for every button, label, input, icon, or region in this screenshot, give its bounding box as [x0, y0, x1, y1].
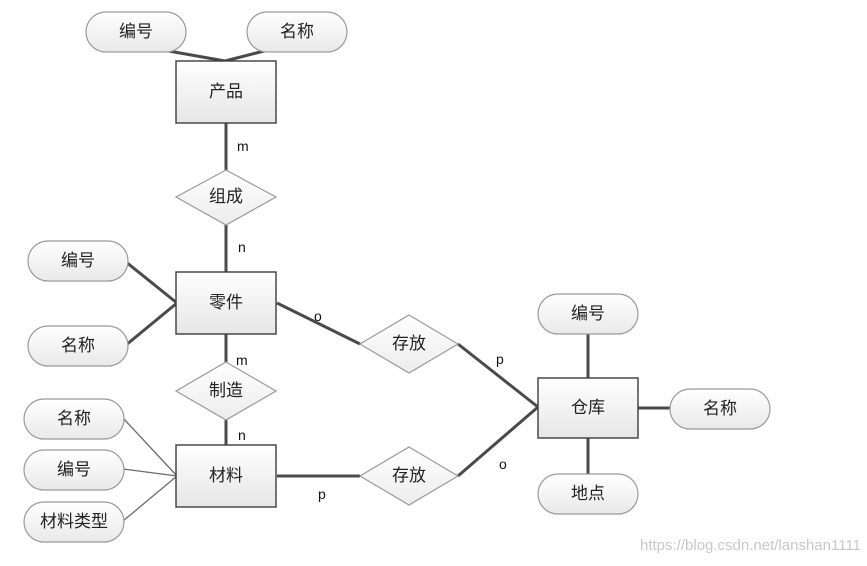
- attribute-product-id-label: 编号: [119, 22, 153, 42]
- attribute-warehouse-id[interactable]: 编号: [537, 293, 639, 335]
- relationship-store-material[interactable]: 存放: [358, 446, 460, 506]
- edge-store-warehouse-bottom: [457, 405, 539, 478]
- entity-part-label: 零件: [209, 293, 243, 313]
- attribute-material-type[interactable]: 材料类型: [23, 501, 125, 543]
- entity-warehouse-label: 仓库: [571, 398, 605, 418]
- attribute-product-id[interactable]: 编号: [85, 11, 187, 53]
- attribute-warehouse-location-label: 地点: [571, 484, 605, 504]
- cardinality-manufacture-material: n: [238, 427, 246, 443]
- edge-part-name: [125, 301, 178, 347]
- edge-part-id: [125, 260, 178, 305]
- attribute-material-name-label: 名称: [57, 409, 91, 429]
- cardinality-store-warehouse-top: p: [496, 351, 504, 367]
- attribute-material-type-label: 材料类型: [40, 512, 108, 532]
- relationship-store-part-label: 存放: [392, 334, 426, 354]
- cardinality-part-manufacture: m: [236, 352, 248, 368]
- attribute-part-name-label: 名称: [61, 336, 95, 356]
- attribute-part-id-label: 编号: [61, 251, 95, 271]
- relationship-store-part[interactable]: 存放: [358, 314, 460, 374]
- attribute-product-name-label: 名称: [280, 22, 314, 42]
- edge-store-warehouse-top: [457, 342, 539, 409]
- edge-material-type: [122, 475, 178, 522]
- entity-material-label: 材料: [209, 466, 243, 486]
- attribute-part-name[interactable]: 名称: [27, 325, 129, 367]
- attribute-warehouse-name-label: 名称: [703, 399, 737, 419]
- entity-warehouse[interactable]: 仓库: [537, 377, 639, 439]
- cardinality-store-warehouse-bottom: o: [499, 456, 507, 472]
- edge-product-id: [162, 48, 226, 63]
- relationship-store-material-label: 存放: [392, 466, 426, 486]
- entity-product[interactable]: 产品: [175, 60, 277, 124]
- attribute-material-id-label: 编号: [57, 460, 91, 480]
- attribute-warehouse-name[interactable]: 名称: [669, 388, 771, 430]
- relationship-compose[interactable]: 组成: [174, 169, 278, 226]
- edge-material-name: [122, 417, 178, 477]
- attribute-warehouse-id-label: 编号: [571, 304, 605, 324]
- cardinality-material-store: p: [318, 486, 326, 502]
- attribute-material-id[interactable]: 编号: [23, 449, 125, 491]
- entity-material[interactable]: 材料: [175, 444, 277, 508]
- relationship-compose-label: 组成: [209, 187, 243, 207]
- entity-part[interactable]: 零件: [175, 271, 277, 335]
- edges: [122, 48, 670, 522]
- cardinality-product-compose: m: [237, 138, 249, 154]
- attribute-product-name[interactable]: 名称: [246, 11, 348, 53]
- attribute-warehouse-location[interactable]: 地点: [537, 473, 639, 515]
- watermark: https://blog.csdn.net/lanshan1111: [640, 537, 861, 554]
- relationship-manufacture[interactable]: 制造: [174, 361, 278, 421]
- cardinality-compose-part: n: [238, 239, 246, 255]
- edge-product-name: [224, 48, 269, 63]
- attribute-material-name[interactable]: 名称: [23, 398, 125, 440]
- attribute-part-id[interactable]: 编号: [27, 240, 129, 282]
- edge-material-id: [122, 468, 178, 477]
- edge-part-store: [276, 301, 361, 346]
- relationship-manufacture-label: 制造: [209, 381, 243, 401]
- entity-product-label: 产品: [209, 82, 243, 102]
- cardinality-part-store: o: [314, 308, 322, 324]
